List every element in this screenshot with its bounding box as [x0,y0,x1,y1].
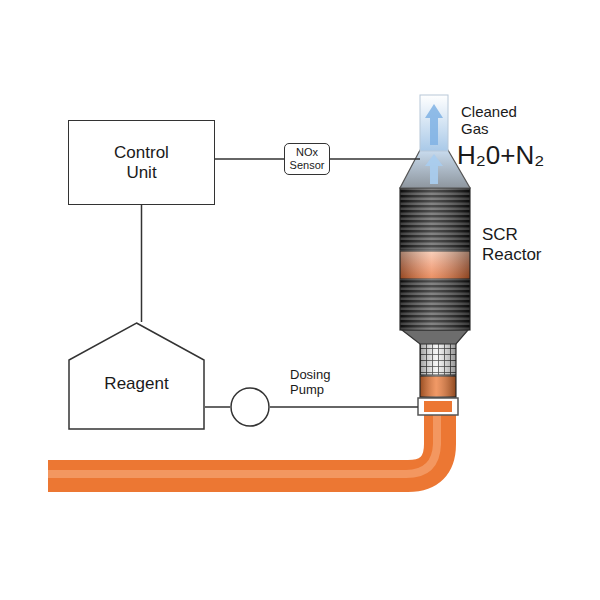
body-shade [400,188,470,330]
tank-shape [69,323,204,429]
mixer-shade [420,343,456,397]
node-text: SCR Reactor [482,225,542,264]
node-text: Control Unit [114,143,169,182]
flange-core [424,401,452,412]
product-formula: H₂0+N₂ [457,141,544,170]
pump-symbol [231,388,269,426]
sensor-box: NOx Sensor [284,143,330,175]
control-box: Control Unit [68,120,215,205]
pump-outline [230,387,270,427]
connector-line [330,158,420,160]
node-text: Dosing Pump [290,368,330,398]
node-text: NOx Sensor [290,146,325,171]
connector-line [205,406,230,408]
connector-line [141,205,143,322]
inlet-flange [418,398,458,415]
body-taper [402,330,468,344]
pump-circle: Dosing Pump [230,387,270,427]
flow-arrow [425,154,443,184]
gas-label: Cleaned Gas [461,104,517,137]
outlet-stack [420,95,448,151]
reagent-tank: Reagent [68,322,205,430]
connector-line [215,158,284,160]
flow-arrow [425,104,443,145]
node-text: Reagent [104,374,168,394]
connector-line [270,406,418,408]
